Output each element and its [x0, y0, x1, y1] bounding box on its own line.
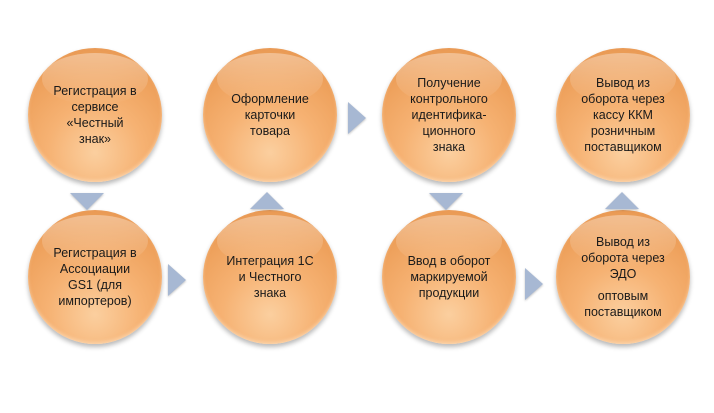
arrow-right-icon — [168, 264, 186, 296]
node-registration-gs1: Регистрация в Ассоциации GS1 (для импорт… — [28, 210, 162, 344]
node-label: Регистрация в Ассоциации GS1 (для импорт… — [53, 246, 137, 308]
arrow-down-icon — [70, 193, 104, 210]
node-control-code: Получение контрольного идентифика- ционн… — [382, 48, 516, 182]
node-label: Регистрация в сервисе «Честный знак» — [53, 84, 137, 146]
node-withdraw-kkm: Вывод из оборота через кассу ККМ розничн… — [556, 48, 690, 182]
node-label: Получение контрольного идентифика- ционн… — [410, 76, 488, 154]
node-integration-1c: Интеграция 1С и Честного знака — [203, 210, 337, 344]
node-product-card: Оформление карточки товара — [203, 48, 337, 182]
node-label: Вывод из оборота через ЭДО — [581, 235, 665, 281]
node-input-circulation: Ввод в оборот маркируемой продукции — [382, 210, 516, 344]
arrow-down-icon — [429, 193, 463, 210]
node-registration-service: Регистрация в сервисе «Честный знак» — [28, 48, 162, 182]
node-withdraw-edo: Вывод из оборота через ЭДО оптовым поста… — [556, 210, 690, 344]
arrow-right-icon — [525, 268, 543, 300]
arrow-up-icon — [250, 192, 284, 209]
node-label: Ввод в оборот маркируемой продукции — [407, 254, 491, 300]
node-sublabel: оптовым поставщиком — [584, 289, 662, 319]
node-label: Оформление карточки товара — [231, 92, 309, 138]
node-label: Вывод из оборота через кассу ККМ розничн… — [581, 76, 665, 154]
arrow-right-icon — [348, 102, 366, 134]
node-label: Интеграция 1С и Честного знака — [226, 254, 314, 300]
arrow-up-icon — [605, 192, 639, 209]
